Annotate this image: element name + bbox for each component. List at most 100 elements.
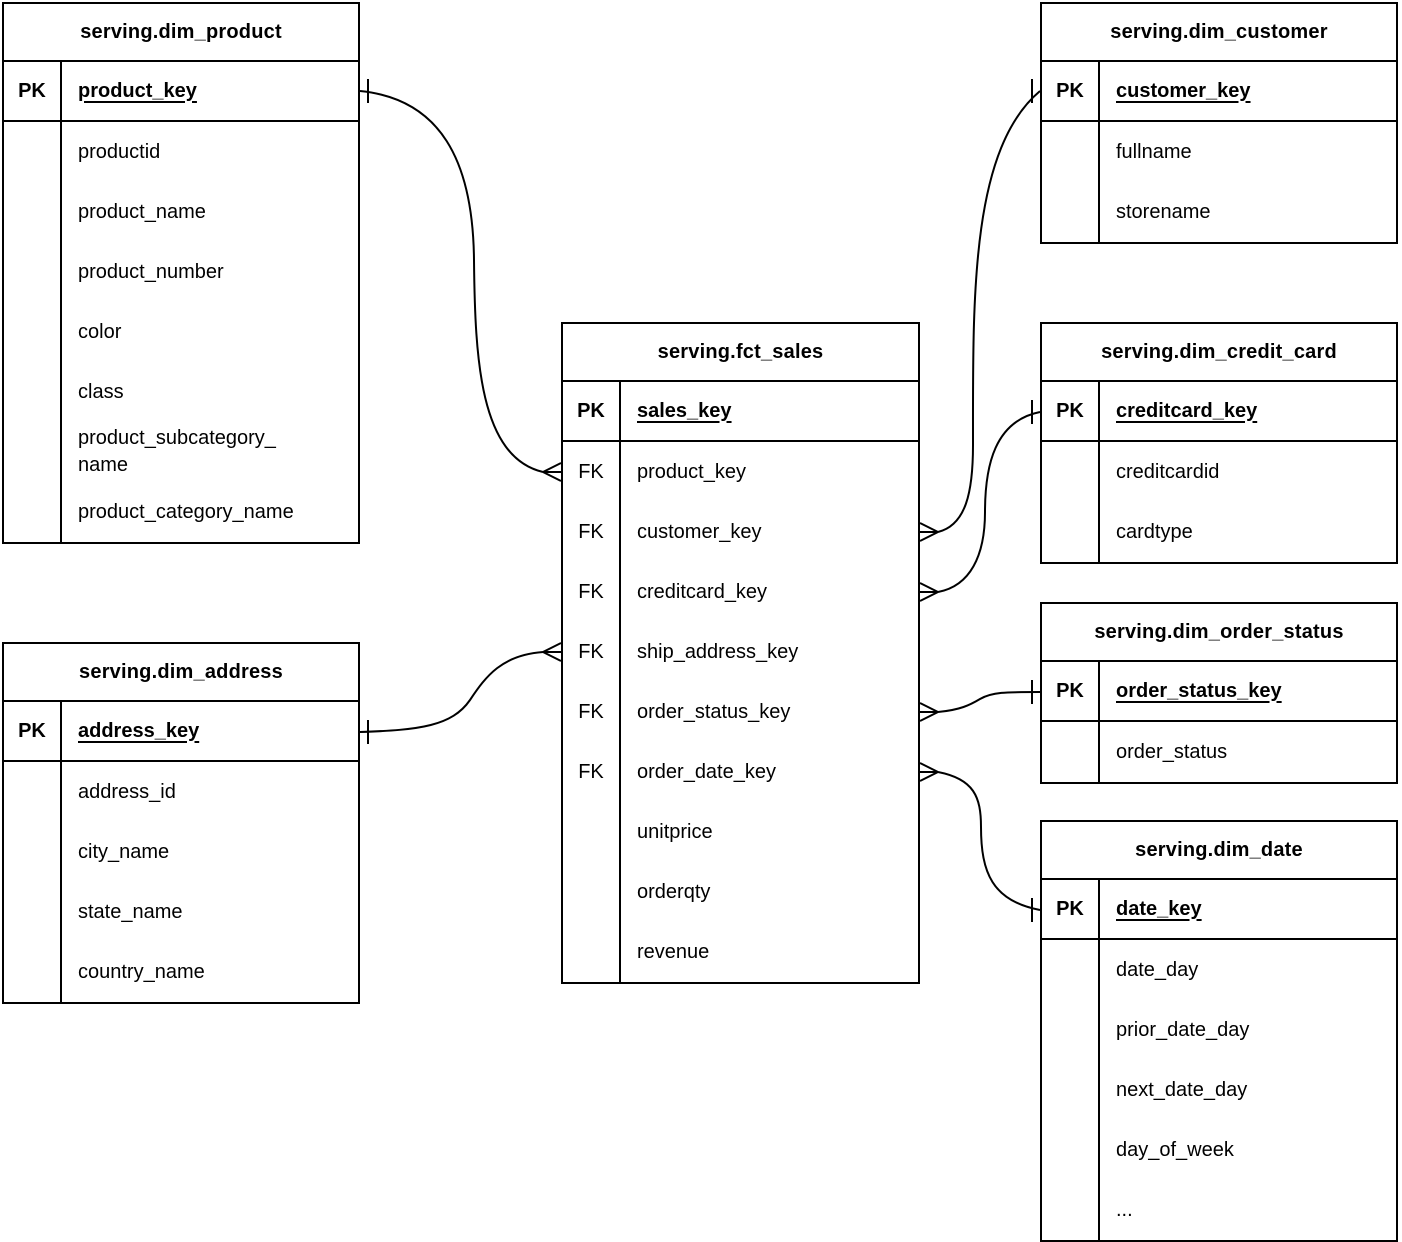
field-name: product_number <box>78 260 224 283</box>
field-row: unitprice <box>563 802 918 862</box>
field-name: productid <box>78 140 161 163</box>
field-name: order_status <box>1116 740 1228 763</box>
field-name: ... <box>1116 1198 1133 1221</box>
key-label: FK <box>563 622 621 682</box>
field-name: city_name <box>78 840 170 863</box>
connector-line <box>937 771 1041 911</box>
key-label <box>4 362 62 422</box>
field-name: customer_key <box>1116 79 1251 102</box>
crow-foot-many <box>919 702 939 722</box>
key-label <box>1042 1120 1100 1180</box>
pk-row: PK creditcard_key <box>1042 382 1396 442</box>
field-row: next_date_day <box>1042 1060 1396 1120</box>
table-title: serving.fct_sales <box>563 324 918 382</box>
field-name: product_subcategory_ name <box>78 427 276 476</box>
table-rows: PK customer_key fullname storename <box>1042 62 1396 242</box>
crow-foot-many <box>919 522 939 542</box>
relationship-date <box>919 762 1041 922</box>
relationship-creditcard <box>919 400 1041 602</box>
field-row: state_name <box>4 882 358 942</box>
field-name: creditcard_key <box>637 580 768 603</box>
field-name: creditcardid <box>1116 460 1220 483</box>
field-name: ship_address_key <box>637 640 799 663</box>
key-label <box>1042 122 1100 182</box>
field-name: state_name <box>78 900 183 923</box>
key-label <box>563 922 621 982</box>
relationship-order-status <box>919 680 1041 722</box>
key-label: PK <box>1042 880 1100 938</box>
field-row: address_id <box>4 762 358 822</box>
field-name: order_date_key <box>637 760 776 783</box>
key-label: PK <box>563 382 621 440</box>
key-label <box>1042 182 1100 242</box>
field-row: prior_date_day <box>1042 1000 1396 1060</box>
field-name: creditcard_key <box>1116 399 1258 422</box>
table-dim-credit-card: serving.dim_credit_card PK creditcard_key… <box>1040 322 1398 564</box>
key-label <box>563 802 621 862</box>
crow-foot-many <box>542 462 562 482</box>
field-name: color <box>78 320 122 343</box>
connector-line <box>359 90 544 473</box>
field-name: product_key <box>637 460 746 483</box>
field-name: date_day <box>1116 958 1199 981</box>
key-label <box>4 822 62 882</box>
connector-line <box>937 691 1041 713</box>
field-row: fullname <box>1042 122 1396 182</box>
table-title: serving.dim_address <box>4 644 358 702</box>
field-row: orderqty <box>563 862 918 922</box>
field-row: cardtype <box>1042 502 1396 562</box>
key-label <box>4 482 62 542</box>
field-name: next_date_day <box>1116 1078 1248 1101</box>
field-row: product_name <box>4 182 358 242</box>
crow-foot-many <box>919 582 939 602</box>
relationship-customer <box>919 79 1041 542</box>
field-name: country_name <box>78 960 205 983</box>
key-label <box>1042 1180 1100 1240</box>
key-label <box>1042 442 1100 502</box>
field-name: prior_date_day <box>1116 1018 1250 1041</box>
field-row: product_subcategory_ name <box>4 422 358 482</box>
key-label <box>1042 502 1100 562</box>
connector-line <box>937 90 1041 533</box>
key-label <box>4 942 62 1002</box>
key-label: PK <box>1042 62 1100 120</box>
key-label: PK <box>1042 382 1100 440</box>
key-label <box>1042 1060 1100 1120</box>
key-label <box>4 422 62 482</box>
field-row: city_name <box>4 822 358 882</box>
field-row: class <box>4 362 358 422</box>
pk-row: PK address_key <box>4 702 358 762</box>
field-row: product_number <box>4 242 358 302</box>
field-name: address_key <box>78 719 200 742</box>
key-label <box>4 182 62 242</box>
table-rows: PK address_key address_id city_name state_na… <box>4 702 358 1002</box>
table-title: serving.dim_customer <box>1042 4 1396 62</box>
key-label <box>4 882 62 942</box>
key-label: PK <box>4 702 62 760</box>
table-title: serving.dim_date <box>1042 822 1396 880</box>
field-row: revenue <box>563 922 918 982</box>
field-name: storename <box>1116 200 1211 223</box>
table-title: serving.dim_credit_card <box>1042 324 1396 382</box>
key-label: FK <box>563 682 621 742</box>
table-title: serving.dim_product <box>4 4 358 62</box>
key-label <box>4 762 62 822</box>
key-label <box>1042 722 1100 782</box>
key-label <box>1042 940 1100 1000</box>
key-label <box>4 302 62 362</box>
field-name: revenue <box>637 940 710 963</box>
crow-foot-many <box>919 762 939 782</box>
